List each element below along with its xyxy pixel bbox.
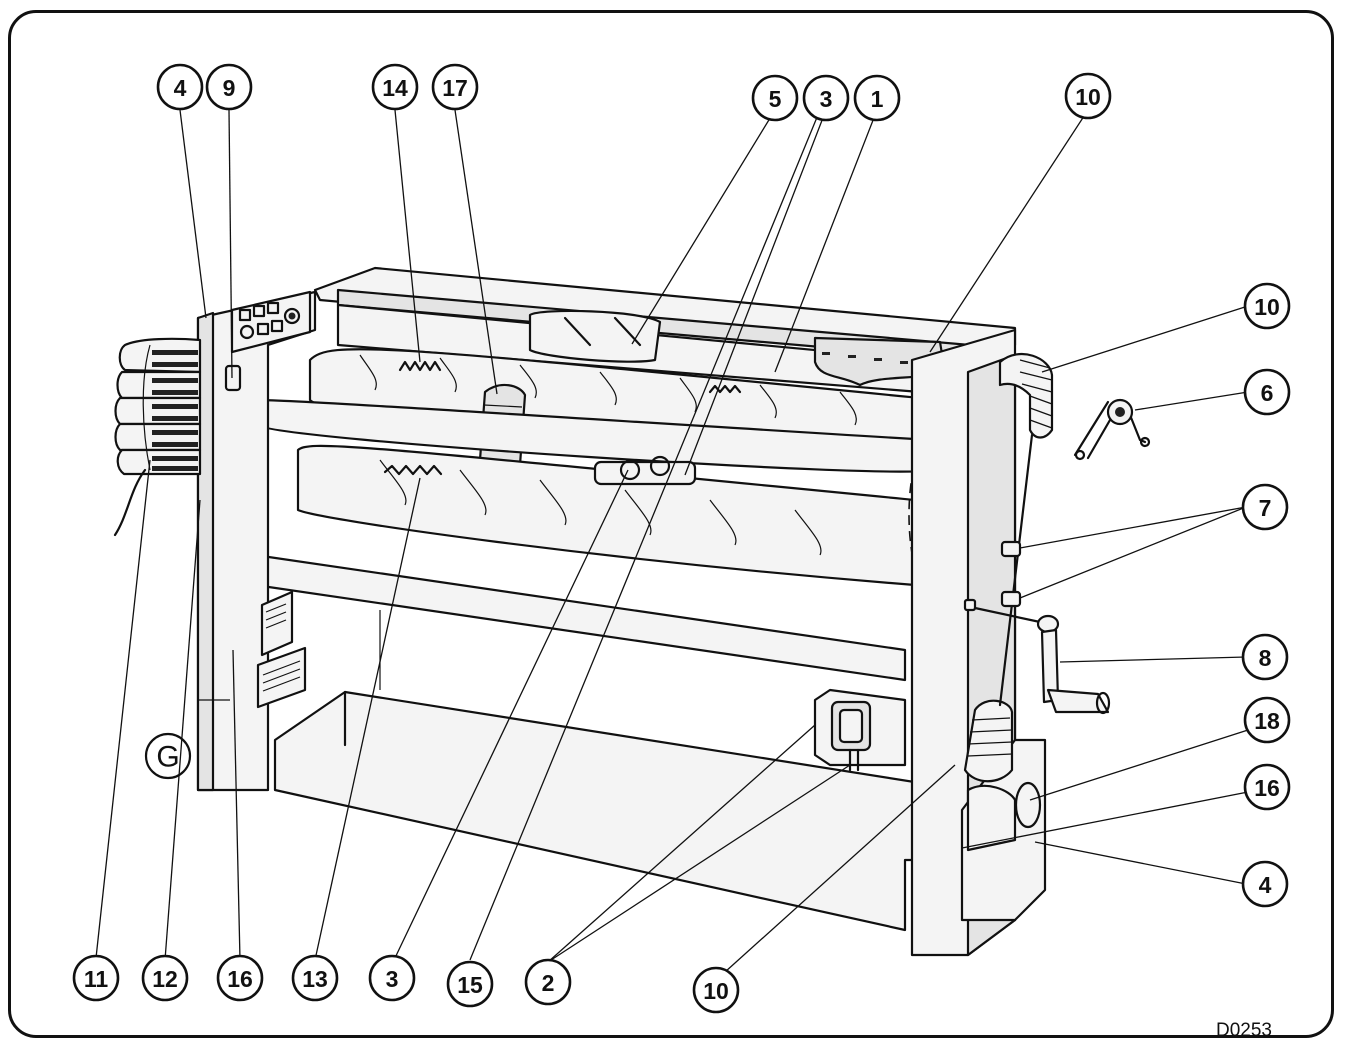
callout-label: 12: [152, 966, 178, 992]
callout-label: 9: [223, 75, 236, 101]
callout-17: 17: [431, 63, 479, 111]
callout-label: 15: [457, 972, 483, 998]
callout-label: 10: [1254, 294, 1280, 320]
callout-4-top: 4: [156, 63, 204, 111]
callout-5: 5: [751, 74, 799, 122]
callout-label: 17: [442, 75, 468, 101]
callout-1: 1: [853, 74, 901, 122]
callout-label: 3: [820, 86, 833, 112]
callout-15: 15: [446, 960, 494, 1008]
callout-12: 12: [141, 954, 189, 1002]
callout-label: 4: [1259, 872, 1272, 898]
callout-3-bottom: 3: [368, 954, 416, 1002]
callout-16-bottom: 16: [216, 954, 264, 1002]
machine-drawing: [113, 266, 1151, 957]
callout-11: 11: [72, 954, 120, 1002]
callout-18: 18: [1243, 696, 1291, 744]
diagram-frame: [8, 10, 1334, 1038]
callout-label: 7: [1259, 495, 1272, 521]
crank-handle: [973, 606, 1111, 715]
callout-label: 10: [1075, 84, 1101, 110]
callout-label: 14: [382, 75, 408, 101]
callout-6: 6: [1243, 368, 1291, 416]
callout-label: 5: [769, 86, 782, 112]
leader-lines: [95, 109, 1249, 973]
callout-7: 7: [1241, 483, 1289, 531]
callout-13: 13: [291, 954, 339, 1002]
callout-9: 9: [205, 63, 253, 111]
drive-chain: [1073, 398, 1151, 461]
callout-16-right: 16: [1243, 763, 1291, 811]
heating-elements: [113, 337, 202, 537]
symbol-g: G: [144, 732, 192, 780]
callout-label: 11: [84, 966, 109, 992]
callout-label: 16: [1254, 775, 1280, 801]
callout-10-top: 10: [1064, 72, 1112, 120]
callout-label: 2: [542, 970, 555, 996]
callout-3-top: 3: [802, 74, 850, 122]
callout-label: 4: [174, 75, 187, 101]
callout-label: 16: [227, 966, 253, 992]
callout-10-right: 10: [1243, 282, 1291, 330]
callout-label: 18: [1254, 708, 1280, 734]
drawing-reference: D0253: [1216, 1020, 1272, 1041]
callout-10-bottom: 10: [692, 966, 740, 1014]
callout-14: 14: [371, 63, 419, 111]
callout-4-right: 4: [1241, 860, 1289, 908]
callout-label: 1: [871, 86, 884, 112]
callout-label: 10: [703, 978, 729, 1004]
callout-label: 8: [1259, 645, 1272, 671]
callout-8: 8: [1241, 633, 1289, 681]
symbol-g-label: G: [156, 741, 179, 774]
callout-2: 2: [524, 958, 572, 1006]
callout-label: 6: [1261, 380, 1274, 406]
motor-unit: [813, 688, 907, 772]
callout-label: 13: [302, 966, 328, 992]
callout-label: 3: [386, 966, 399, 992]
